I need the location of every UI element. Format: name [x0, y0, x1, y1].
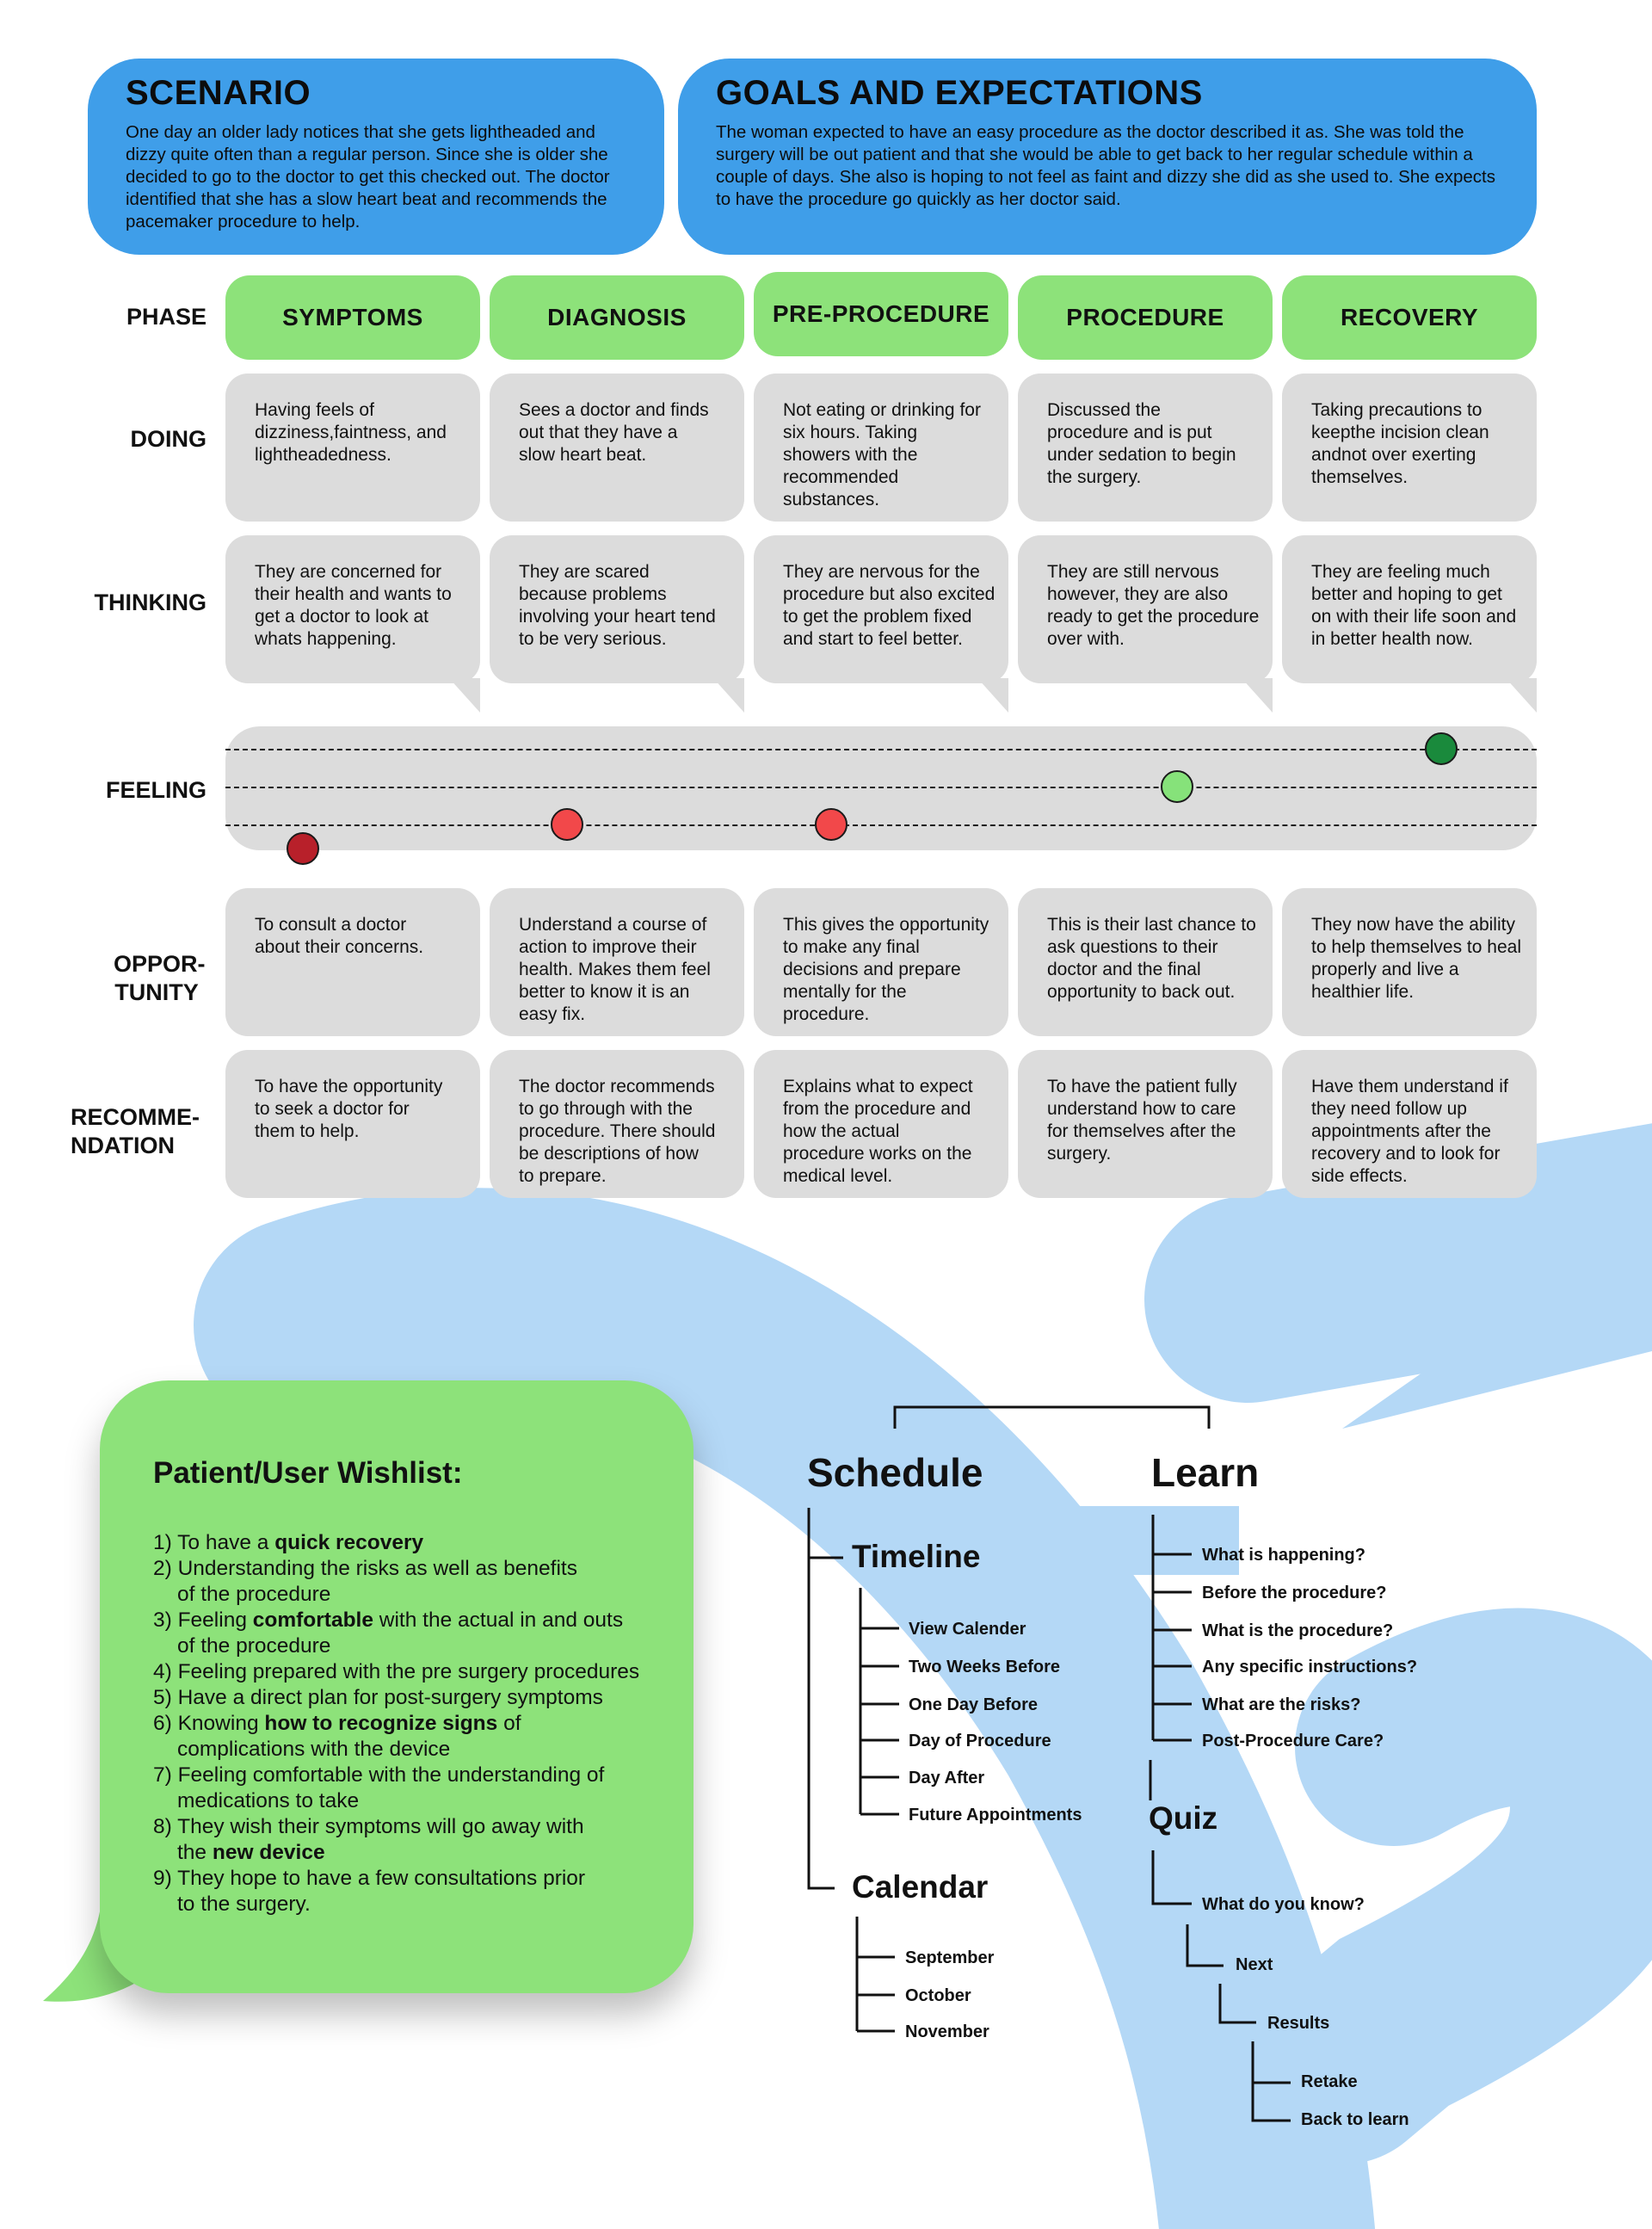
timeline-item: Day After	[909, 1769, 985, 1788]
row-label-recommendation: RECOMME- NDATION	[71, 1103, 208, 1160]
thinking-bubble: They are concerned for their health and …	[225, 535, 480, 683]
wishlist-item: 5) Have a direct plan for post-surgery s…	[153, 1686, 603, 1709]
calendar-item: October	[905, 1986, 971, 2005]
opportunity-card: They now have the ability to help themse…	[1282, 888, 1537, 1036]
row-label-doing: DOING	[130, 426, 206, 452]
feeling-dot	[1425, 732, 1458, 765]
learn-item: Any specific instructions?	[1202, 1658, 1418, 1676]
opportunity-card: This is their last chance to ask questio…	[1018, 888, 1273, 1036]
doing-card: Discussed the procedure and is put under…	[1018, 374, 1273, 522]
row-label-phase: PHASE	[126, 304, 206, 330]
opportunity-card: This gives the opportunity to make any f…	[754, 888, 1008, 1036]
wishlist-title: Patient/User Wishlist:	[153, 1456, 463, 1490]
calendar-item: November	[905, 2022, 989, 2041]
row-label-recommendation-1: RECOMME-	[71, 1104, 200, 1130]
phase-pre-procedure: PRE-PROCEDURE	[754, 272, 1008, 356]
timeline-item: Future Appointments	[909, 1806, 1082, 1825]
opportunity-card: Understand a course of action to improve…	[490, 888, 744, 1036]
learn-item: What is happening?	[1202, 1546, 1365, 1565]
phase-procedure: PROCEDURE	[1018, 275, 1273, 360]
feeling-dot	[815, 808, 848, 841]
opportunity-card: To consult a doctor about their concerns…	[225, 888, 480, 1036]
doing-card: Sees a doctor and finds out that they ha…	[490, 374, 744, 522]
phase-diagnosis: DIAGNOSIS	[490, 275, 744, 360]
wishlist-item: 8) They wish their symptoms will go away…	[153, 1815, 584, 1864]
phase-recovery: RECOVERY	[1282, 275, 1537, 360]
wishlist-item: 9) They hope to have a few consultations…	[153, 1867, 586, 1916]
quiz-back-to-learn: Back to learn	[1301, 2110, 1409, 2129]
bubble-tail	[977, 678, 1008, 713]
dashed-line	[225, 787, 1537, 788]
scenario-text: One day an older lady notices that she g…	[126, 122, 610, 232]
recommendation-card: Explains what to expect from the procedu…	[754, 1050, 1008, 1198]
dashed-line	[225, 824, 1537, 826]
recommendation-card: To have the patient fully understand how…	[1018, 1050, 1273, 1198]
scenario-card: SCENARIO One day an older lady notices t…	[88, 59, 664, 255]
feeling-band	[225, 726, 1537, 865]
goals-text: The woman expected to have an easy proce…	[716, 122, 1495, 209]
timeline-item: Two Weeks Before	[909, 1658, 1060, 1676]
row-label-opportunity-1: OPPOR-	[114, 951, 206, 977]
timeline-item: One Day Before	[909, 1695, 1039, 1714]
wishlist-item: 1) To have a quick recovery	[153, 1531, 424, 1554]
wishlist-items: 1) To have a quick recovery 2) Understand…	[153, 1530, 659, 1917]
row-label-feeling: FEELING	[105, 777, 206, 803]
quiz-retake: Retake	[1301, 2072, 1358, 2091]
recommendation-card: Have them understand if they need follow…	[1282, 1050, 1537, 1198]
doing-card: Not eating or drinking for six hours. Ta…	[754, 374, 1008, 522]
recommendation-card: The doctor recommends to go through with…	[490, 1050, 744, 1198]
row-label-opportunity: OPPOR- TUNITY	[114, 950, 206, 1007]
thinking-bubble: They are feeling much better and hoping …	[1282, 535, 1537, 683]
thinking-bubble: They are nervous for the procedure but a…	[754, 535, 1008, 683]
recommendation-card: To have the opportunity to seek a doctor…	[225, 1050, 480, 1198]
quiz-results: Results	[1267, 2014, 1330, 2033]
doing-card: Taking precautions to keepthe incision c…	[1282, 374, 1537, 522]
bubble-tail	[449, 678, 480, 713]
timeline-item: View Calender	[909, 1620, 1026, 1639]
row-label-recommendation-2: NDATION	[71, 1133, 175, 1158]
sitemap-learn: Learn	[1151, 1450, 1260, 1495]
learn-item: Before the procedure?	[1202, 1584, 1387, 1602]
goals-title: GOALS AND EXPECTATIONS	[716, 74, 1203, 112]
sitemap-timeline: Timeline	[852, 1539, 981, 1574]
goals-card: GOALS AND EXPECTATIONS The woman expecte…	[678, 59, 1537, 255]
wishlist-item: 3) Feeling comfortable with the actual i…	[153, 1608, 624, 1658]
learn-item: Post-Procedure Care?	[1202, 1732, 1384, 1750]
quiz-question: What do you know?	[1202, 1895, 1365, 1914]
feeling-dot	[1161, 770, 1193, 803]
thinking-bubble: They are scared because problems involvi…	[490, 535, 744, 683]
calendar-item: September	[905, 1948, 995, 1967]
doing-card: Having feels of dizziness,faintness, and…	[225, 374, 480, 522]
learn-item: What is the procedure?	[1202, 1621, 1394, 1640]
scenario-title: SCENARIO	[126, 74, 311, 112]
feeling-dot	[551, 808, 583, 841]
sitemap-quiz: Quiz	[1149, 1800, 1218, 1836]
bubble-tail	[1506, 678, 1537, 713]
wishlist-card: Patient/User Wishlist: 1) To have a quic…	[100, 1380, 693, 1993]
learn-item: What are the risks?	[1202, 1695, 1361, 1714]
row-label-thinking: THINKING	[94, 590, 207, 615]
phase-symptoms: SYMPTOMS	[225, 275, 480, 360]
quiz-next: Next	[1236, 1955, 1273, 1974]
timeline-item: Day of Procedure	[909, 1732, 1051, 1750]
bubble-tail	[713, 678, 744, 713]
sitemap-calendar: Calendar	[852, 1869, 989, 1905]
wishlist-item: 2) Understanding the risks as well as be…	[153, 1557, 577, 1606]
feeling-dot	[287, 832, 319, 865]
bubble-tail	[1242, 678, 1273, 713]
sitemap-schedule: Schedule	[807, 1450, 983, 1495]
dashed-line	[225, 749, 1537, 750]
wishlist-item: 4) Feeling prepared with the pre surgery…	[153, 1660, 640, 1683]
wishlist-item: 7) Feeling comfortable with the understa…	[153, 1763, 605, 1812]
row-label-opportunity-2: TUNITY	[114, 979, 199, 1005]
thinking-bubble: They are still nervous however, they are…	[1018, 535, 1273, 683]
